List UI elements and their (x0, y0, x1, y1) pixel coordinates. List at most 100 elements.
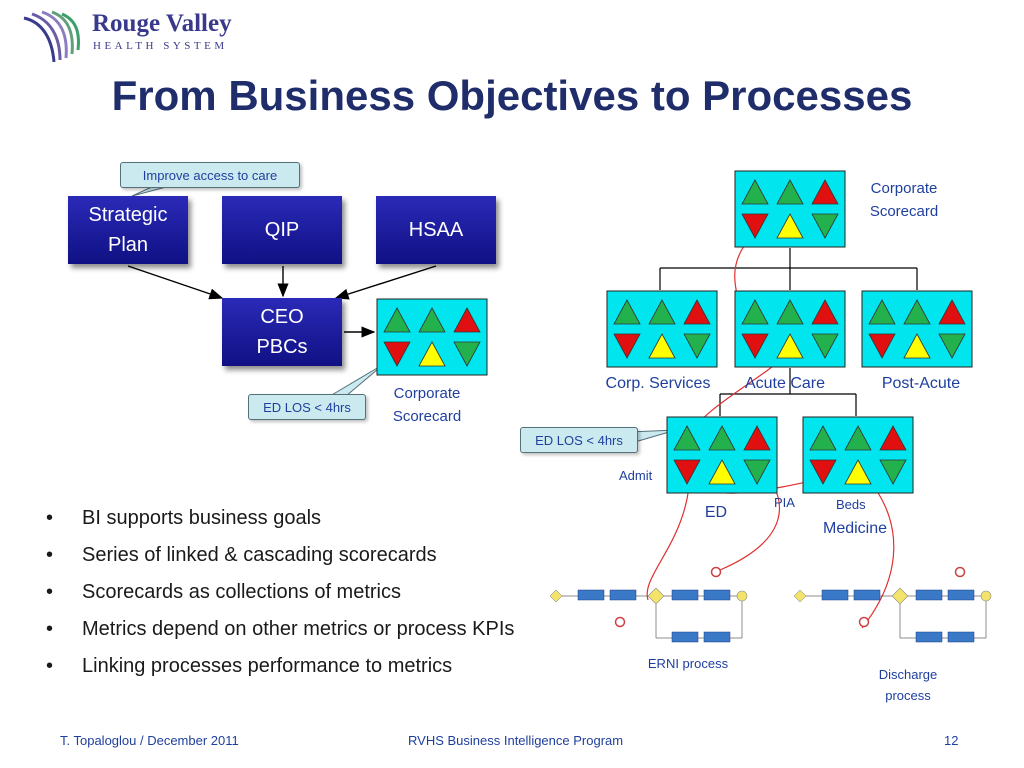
page-title: From Business Objectives to Processes (111, 72, 913, 119)
division-label-post-acute: Post-Acute (881, 375, 961, 392)
qip-box: QIP (222, 196, 342, 264)
kpi-event-icon (614, 616, 626, 628)
corporate-scorecard-left (376, 298, 488, 376)
triangle-up-icon (683, 299, 711, 325)
start-gateway-icon (793, 589, 807, 603)
erni-process-diagram (549, 566, 748, 643)
scorecard-acute-care (734, 290, 846, 368)
corporate-scorecard-top (734, 170, 846, 248)
process-task-icon (821, 589, 849, 601)
decision-gateway-icon (647, 587, 665, 605)
bullet-item: •BI supports business goals (46, 507, 322, 529)
scorecard-ed (666, 416, 778, 494)
bullet-list: •BI supports business goals •Series of l… (46, 500, 514, 685)
scorecard-medicine (802, 416, 914, 494)
triangle-up-icon (418, 341, 446, 367)
arrow-hsaa-to-ceo (334, 265, 437, 300)
logo-subtitle: HEALTH SYSTEM (93, 40, 228, 52)
department-label-medicine: Medicine (822, 520, 888, 537)
triangle-down-icon (811, 333, 839, 359)
triangle-up-icon (741, 179, 769, 205)
triangle-up-icon (648, 333, 676, 359)
triangle-down-icon (868, 333, 896, 359)
bullet-item: •Series of linked & cascading scorecards (46, 544, 437, 566)
triangle-up-icon (776, 299, 804, 325)
annotation-beds: Beds (836, 497, 866, 512)
triangle-up-icon (844, 425, 872, 451)
process-task-icon (703, 589, 731, 601)
decision-gateway-icon (891, 587, 909, 605)
triangle-up-icon (903, 299, 931, 325)
page-number: 12 (944, 733, 959, 748)
footer-author: T. Topaloglou / December 2011 (60, 733, 239, 748)
end-event-icon (736, 590, 748, 602)
division-label-corp-services: Corp. Services (605, 375, 711, 392)
triangle-up-icon (453, 307, 481, 333)
scorecard-label-left: Corporate Scorecard (392, 385, 462, 425)
triangle-down-icon (453, 341, 481, 367)
process-task-icon (915, 631, 943, 643)
triangle-up-icon (776, 179, 804, 205)
triangle-down-icon (741, 333, 769, 359)
process-task-icon (853, 589, 881, 601)
scorecard-corp-services (606, 290, 718, 368)
triangle-up-icon (741, 299, 769, 325)
pbcs-line: PBCs (256, 336, 308, 358)
triangle-down-icon (809, 459, 837, 485)
process-task-icon (577, 589, 605, 601)
triangle-up-icon (811, 299, 839, 325)
start-gateway-icon (549, 589, 563, 603)
triangle-up-icon (383, 307, 411, 333)
erni-process-label: ERNI process (647, 656, 729, 671)
triangle-up-icon (648, 299, 676, 325)
annotation-admit: Admit (619, 468, 653, 483)
triangle-down-icon (879, 459, 907, 485)
triangle-up-icon (613, 299, 641, 325)
triangle-down-icon (673, 459, 701, 485)
process-task-icon (671, 631, 699, 643)
triangle-down-icon (683, 333, 711, 359)
process-task-icon (671, 589, 699, 601)
triangle-down-icon (741, 213, 769, 239)
triangle-up-icon (903, 333, 931, 359)
triangle-up-icon (809, 425, 837, 451)
triangle-up-icon (776, 213, 804, 239)
triangle-down-icon (743, 459, 771, 485)
strategic-plan-box: Strategic Plan (68, 196, 188, 264)
triangle-up-icon (743, 425, 771, 451)
annotation-pia: PIA (774, 495, 795, 510)
arrow-strategic-to-ceo (127, 265, 224, 300)
logo-swoosh-icon (23, 10, 80, 63)
triangle-down-icon (938, 333, 966, 359)
triangle-up-icon (708, 425, 736, 451)
triangle-down-icon (811, 213, 839, 239)
end-event-icon (980, 590, 992, 602)
callout-improve-access: Improve access to care (120, 162, 300, 188)
triangle-up-icon (708, 459, 736, 485)
department-label-ed: ED (704, 504, 728, 521)
bullet-item: •Metrics depend on other metrics or proc… (46, 618, 515, 640)
process-task-icon (915, 589, 943, 601)
process-task-icon (947, 589, 975, 601)
discharge-process-label: Discharge process (878, 667, 938, 703)
division-label-acute-care: Acute Care (744, 375, 826, 392)
ceo-line: CEO (260, 306, 304, 328)
discharge-process-diagram (793, 566, 992, 643)
ceo-pbcs-box: CEO PBCs (222, 298, 342, 366)
process-task-icon (947, 631, 975, 643)
triangle-down-icon (383, 341, 411, 367)
hsaa-box: HSAA (376, 196, 496, 264)
triangle-up-icon (868, 299, 896, 325)
kpi-event-icon (710, 566, 722, 578)
callout-ed-los-left: ED LOS < 4hrs (248, 394, 366, 420)
triangle-up-icon (776, 333, 804, 359)
kpi-event-icon (954, 566, 966, 578)
triangle-up-icon (811, 179, 839, 205)
triangle-up-icon (418, 307, 446, 333)
triangle-up-icon (938, 299, 966, 325)
triangle-up-icon (879, 425, 907, 451)
process-task-icon (703, 631, 731, 643)
footer-program: RVHS Business Intelligence Program (408, 733, 624, 748)
triangle-up-icon (673, 425, 701, 451)
scorecard-post-acute (861, 290, 973, 368)
